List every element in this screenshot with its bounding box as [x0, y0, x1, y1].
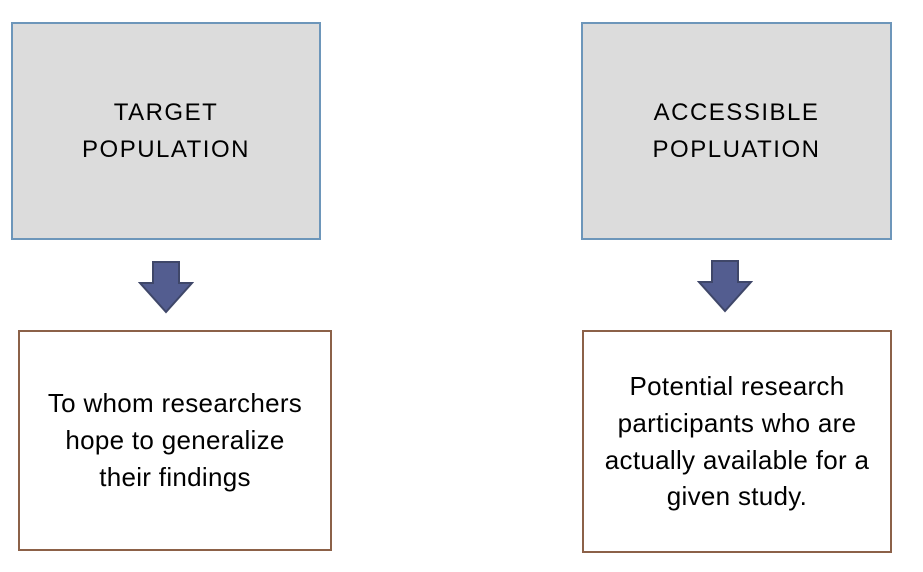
accessible-population-description: Potential research participants who are …: [604, 370, 870, 512]
down-arrow-shape: [697, 260, 753, 313]
target-population-box: TARGET POPULATION: [11, 22, 321, 240]
target-population-description: To whom researchers hope to generalize t…: [47, 388, 303, 492]
down-arrow-icon: [697, 260, 753, 313]
accessible-population-description-box: Potential research participants who are …: [582, 330, 892, 553]
accessible-population-box: ACCESSIBLE POPLUATION: [581, 22, 892, 240]
accessible-population-label: ACCESSIBLE POPLUATION: [652, 98, 821, 163]
target-population-description-box: To whom researchers hope to generalize t…: [18, 330, 332, 551]
down-arrow-icon: [138, 261, 194, 314]
target-population-label: TARGET POPULATION: [82, 98, 250, 163]
down-arrow-shape: [138, 261, 194, 314]
